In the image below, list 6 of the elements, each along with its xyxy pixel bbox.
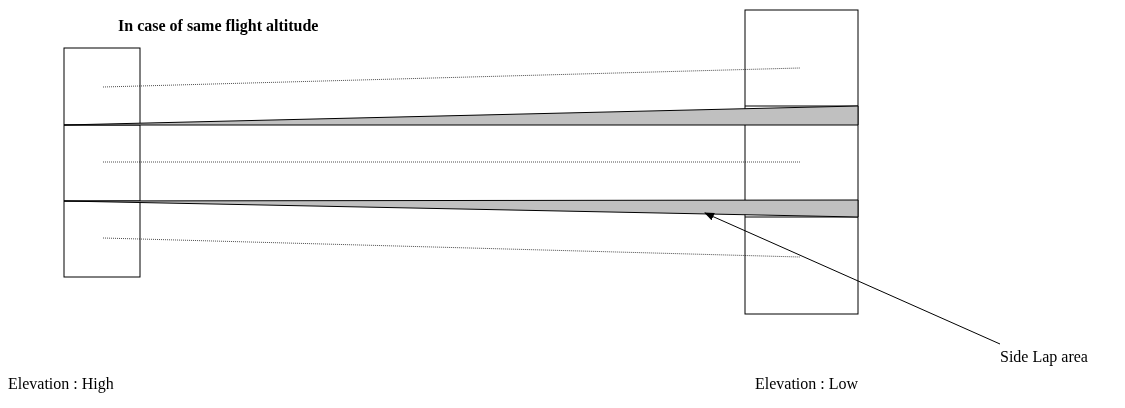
leader-line (704, 212, 1001, 345)
title: In case of same flight altitude (118, 17, 319, 35)
callout-label: Side Lap area (1000, 348, 1088, 366)
side-lap-strip (63, 199, 859, 218)
elevation-label: Elevation : Low (755, 375, 859, 393)
elevation-label: Elevation : High (8, 375, 114, 393)
